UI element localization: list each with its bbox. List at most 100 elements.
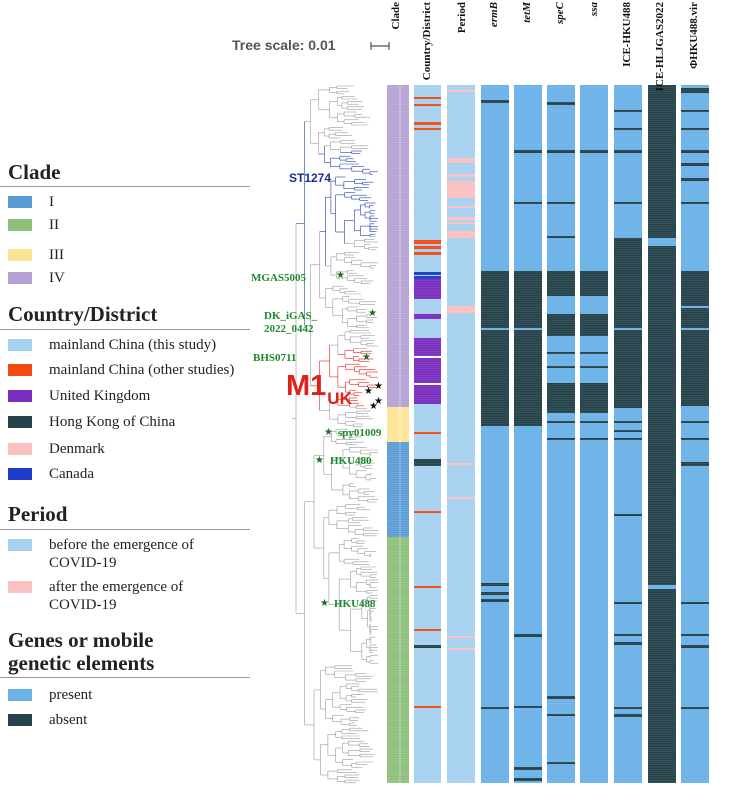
ice-hljgas2022-column-band (648, 585, 676, 589)
legend-label-line: COVID-19 (49, 597, 117, 613)
country-column-band (414, 122, 441, 125)
tetm-column-band (514, 202, 542, 204)
phi-hku488-column-band (681, 438, 709, 440)
legend-label-line: before the emergence of (49, 537, 195, 553)
spec-column-band (547, 236, 575, 238)
column-header-period: Period (456, 2, 468, 34)
swatch-absent (8, 714, 32, 726)
country-column-band (414, 272, 441, 275)
ermb-column-band (481, 599, 509, 602)
ice-hku488-column-band (614, 128, 642, 130)
legend-label: IV (49, 270, 65, 286)
ermb-column-band (481, 707, 509, 709)
period-column-band (447, 231, 475, 238)
ice-hku488-column-band (614, 707, 642, 709)
ermb-column (481, 85, 509, 783)
star-icon: ★ (320, 598, 329, 609)
star-icon: ★ (324, 427, 333, 438)
legend-panel: Clade I II III IV Country/District mainl… (0, 0, 262, 785)
swatch-country (8, 339, 32, 351)
tetm-column-band (514, 634, 542, 637)
phi-hku488-column-band (681, 128, 709, 130)
legend-item-clade-iii: III (8, 246, 64, 264)
ice-hku488-column-band (614, 430, 642, 432)
phi-hku488-column-band (681, 271, 709, 406)
country-column-band (414, 240, 441, 244)
legend-label: absent (49, 712, 88, 728)
ice-hku488-column-band (614, 202, 642, 204)
legend-title-line: genetic elements (8, 651, 155, 675)
ssa-column-band (580, 366, 608, 368)
phi-hku488-column-band (681, 602, 709, 604)
country-column-band (414, 383, 441, 385)
phi-hku488-column-band (681, 462, 709, 466)
spec-column (547, 85, 575, 783)
swatch-country (8, 468, 32, 480)
ice-hljgas2022-column-band (648, 238, 676, 246)
legend-item-country: Denmark (8, 440, 105, 458)
legend-label: United Kingdom (49, 388, 151, 404)
strain-label-hku480: HKU480 (330, 455, 372, 467)
period-column-band (447, 463, 475, 465)
legend-item-clade-i: I (8, 193, 54, 211)
swatch-clade-ii (8, 219, 32, 231)
period-column-band (447, 90, 475, 92)
legend-label-line: after the emergence of (49, 579, 184, 595)
phi-hku488-column-band (681, 88, 709, 93)
legend-label: after the emergence of COVID-19 (49, 578, 183, 614)
tetm-column-band (514, 706, 542, 708)
swatch-country (8, 416, 32, 428)
tetm-column-band (514, 150, 542, 153)
legend-label: III (49, 247, 64, 263)
ermb-column-band (481, 583, 509, 586)
spec-column-band (547, 314, 575, 336)
star-icon: ★ (368, 308, 377, 319)
column-header-phi-hku488: ΦHKU488.vir (688, 2, 700, 69)
legend-item-clade-ii: II (8, 216, 59, 234)
legend-item-clade-iv: IV (8, 269, 65, 287)
ice-hku488-column-band (614, 602, 642, 604)
clade-strip-ii (387, 537, 409, 783)
m1-subscript: UK (327, 389, 352, 408)
column-header-ice-hku488: ICE-HKU488 (621, 2, 633, 67)
tetm-column-band (514, 767, 542, 770)
swatch-country (8, 443, 32, 455)
period-column-band (447, 306, 475, 313)
country-column-band (414, 586, 441, 588)
legend-genes-title: Genes or mobile genetic elements (8, 629, 154, 675)
country-column-band (414, 645, 441, 648)
tetm-column-band (514, 271, 542, 426)
ermb-column-band (481, 271, 509, 426)
clade-strip-i (387, 442, 409, 537)
column-header-spec: speC (554, 2, 566, 24)
ssa-column-band (580, 383, 608, 413)
spec-column-band (547, 366, 575, 368)
phi-hku488-column-band (681, 421, 709, 423)
ssa-column-band (580, 150, 608, 153)
ermb-column-band (481, 328, 509, 330)
country-column-band (414, 390, 441, 404)
strain-label-hku488: HKU488 (334, 598, 376, 610)
spec-column-band (547, 150, 575, 153)
ice-hku488-column-band (614, 150, 642, 153)
column-header-country: Country/District (421, 2, 433, 81)
swatch-period (8, 581, 32, 593)
m1uk-label: M1UK (286, 370, 352, 408)
period-column-band (447, 497, 475, 499)
strain-label-line: 2022_0442 (264, 323, 314, 335)
spec-column-band (547, 352, 575, 354)
ssa-column (580, 85, 608, 783)
ssa-column-band (580, 421, 608, 423)
country-column-band (414, 279, 441, 299)
ice-hku488-column-band (614, 110, 642, 112)
spec-column-band (547, 202, 575, 204)
ssa-column-band (580, 438, 608, 440)
swatch-clade-iv (8, 272, 32, 284)
country-column-band (414, 128, 441, 130)
swatch-period (8, 539, 32, 551)
star-icon: ★ (362, 352, 371, 363)
column-header-ice-hljgas2022: ICE-HLJGAS2022 (654, 2, 666, 92)
ice-hku488-column-band (614, 328, 642, 330)
legend-label: Denmark (49, 441, 105, 457)
star-icon: ★ (374, 396, 383, 407)
